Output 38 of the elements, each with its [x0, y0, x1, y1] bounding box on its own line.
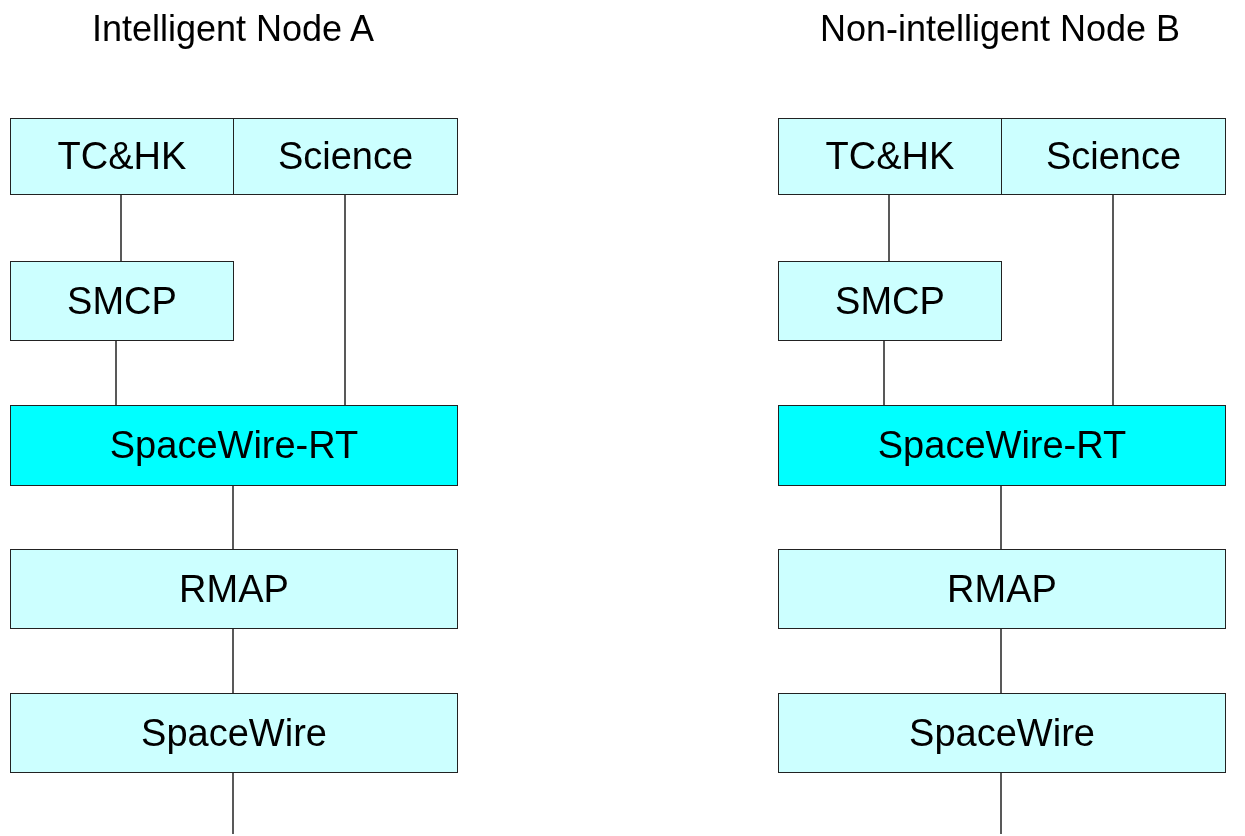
stack-heading: Intelligent Node A — [91, 8, 375, 50]
layer-name: SpaceWire-RT — [109, 424, 359, 467]
protocol-layer-box — [10, 549, 458, 629]
connector-line — [1000, 628, 1002, 694]
layer-name: Science — [1045, 135, 1182, 178]
layer-name: RMAP — [179, 567, 289, 611]
layer-name: RMAP — [947, 567, 1057, 611]
protocol-layer-box — [1001, 118, 1226, 195]
protocol-layer-box — [10, 118, 234, 195]
connector-line — [232, 485, 234, 550]
protocol-layer-box — [778, 549, 1226, 629]
protocol-layer-box — [778, 693, 1226, 773]
connector-line — [1112, 194, 1114, 406]
protocol-layer-box — [10, 693, 458, 773]
protocol-layer-box — [233, 118, 458, 195]
protocol-layer-box — [10, 261, 234, 341]
layer-name: SMCP — [67, 279, 177, 323]
connector-line — [1000, 772, 1002, 835]
connector-line — [883, 340, 885, 406]
layer-name: SpaceWire — [909, 711, 1095, 755]
stack-heading: Non-intelligent Node B — [819, 8, 1181, 50]
layer-name: SpaceWire-RT — [877, 424, 1127, 467]
layer-name: SMCP — [835, 279, 945, 323]
connector-line — [344, 194, 346, 406]
layer-name: SpaceWire — [141, 711, 327, 755]
connector-line — [120, 194, 122, 262]
connector-line — [232, 628, 234, 694]
protocol-layer-box — [778, 118, 1002, 195]
connector-line — [888, 194, 890, 262]
protocol-layer-box — [778, 405, 1226, 486]
connector-line — [232, 772, 234, 835]
protocol-layer-box — [10, 405, 458, 486]
connector-line — [1000, 485, 1002, 550]
connector-line — [115, 340, 117, 406]
layer-name: TC&HK — [57, 135, 187, 178]
layer-name: Science — [277, 135, 414, 178]
layer-name: TC&HK — [825, 135, 955, 178]
protocol-layer-box — [778, 261, 1002, 341]
